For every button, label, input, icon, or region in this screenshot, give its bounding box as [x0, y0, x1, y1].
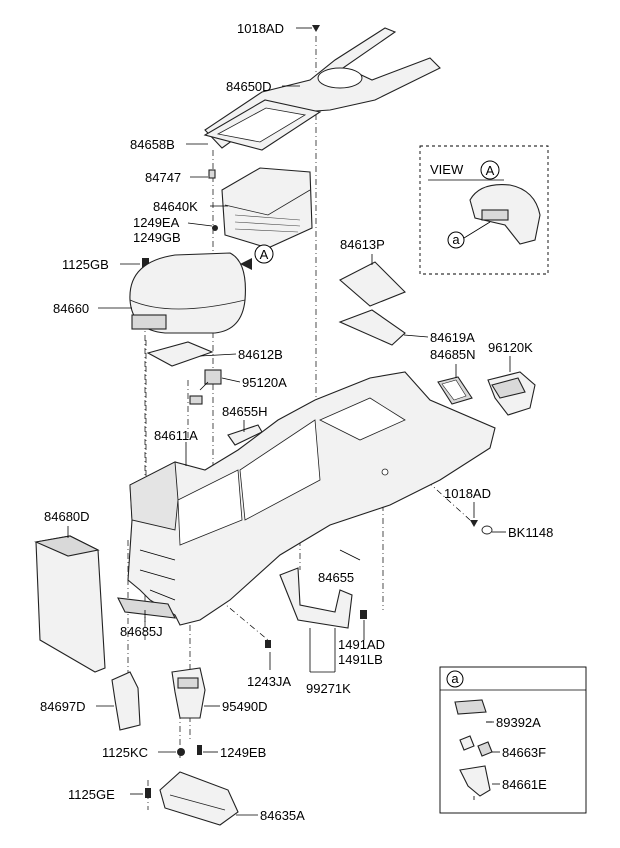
label-84640K: 84640K: [153, 199, 198, 214]
part-84685J: [117, 597, 176, 619]
label-1249EB: 1249EB: [220, 745, 266, 760]
part-84619A: [338, 309, 406, 346]
label-84685N: 84685N: [430, 347, 476, 362]
legend-ref: a: [451, 671, 459, 686]
label-1018AD-right: 1018AD: [444, 486, 491, 501]
part-84613P: [339, 261, 406, 307]
view-a-inset: VIEW A a: [419, 145, 549, 275]
label-84635A: 84635A: [260, 808, 305, 823]
screw-1018AD-top: [312, 25, 320, 32]
label-1125GB: 1125GB: [62, 257, 109, 272]
label-84655H: 84655H: [222, 404, 268, 419]
screw-1243JA: [265, 640, 271, 648]
label-84697D: 84697D: [40, 699, 86, 714]
callout-a-main: A: [240, 244, 274, 270]
screw-1125GB: [142, 258, 149, 268]
label-1243JA: 1243JA: [247, 674, 291, 689]
label-84613P: 84613P: [340, 237, 385, 252]
part-84658B: [203, 99, 322, 151]
part-84680D: [34, 535, 106, 673]
label-1125KC: 1125KC: [102, 745, 148, 760]
label-1491AD: 1491AD: [338, 637, 385, 652]
legend-item-89392A: 89392A: [496, 715, 541, 730]
label-84660: 84660: [53, 301, 89, 316]
label-84619A: 84619A: [430, 330, 475, 345]
label-84650D: 84650D: [226, 79, 272, 94]
label-1491LB: 1491LB: [338, 652, 383, 667]
view-ref-letter: A: [486, 163, 495, 178]
screw-1018AD-right: [470, 520, 478, 527]
label-84655: 84655: [318, 570, 354, 585]
label-1249GB: 1249GB: [133, 230, 181, 245]
label-1018AD-top: 1018AD: [237, 21, 284, 36]
label-84612B: 84612B: [238, 347, 283, 362]
part-84685N: [437, 376, 473, 405]
screw-1125KC: [177, 748, 185, 756]
part-84612B: [146, 341, 214, 367]
label-84658B: 84658B: [130, 137, 175, 152]
legend-item-84661E: 84661E: [502, 777, 547, 792]
part-84660: [129, 252, 246, 334]
label-99271K: 99271K: [306, 681, 351, 696]
view-sub-ref: a: [452, 232, 460, 247]
leader-lines: [67, 27, 511, 816]
screw-1125GE: [145, 788, 151, 798]
clip-BK1148: [481, 525, 493, 535]
part-84635A: [159, 771, 239, 826]
view-title: VIEW: [430, 162, 464, 177]
label-84611A: 84611A: [154, 428, 198, 443]
label-95120A: 95120A: [242, 375, 287, 390]
legend-item-84663F: 84663F: [502, 745, 546, 760]
label-84685J: 84685J: [120, 624, 163, 639]
screw-1491AD: [360, 610, 367, 619]
part-84697D: [111, 671, 141, 731]
part-95120A: [189, 369, 222, 405]
legend-a-box: a: [439, 666, 587, 814]
label-96120K: 96120K: [488, 340, 533, 355]
label-95490D: 95490D: [222, 699, 268, 714]
callout-a-main-letter: A: [260, 247, 269, 262]
label-1249EA: 1249EA: [133, 215, 180, 230]
label-BK1148: BK1148: [508, 525, 553, 540]
part-99271K: [279, 567, 353, 629]
part-96120K: [487, 371, 536, 416]
part-84640K: [221, 167, 313, 249]
label-1125GE: 1125GE: [68, 787, 115, 802]
label-84747: 84747: [145, 170, 181, 185]
screw-1249EB: [197, 745, 202, 755]
part-84611A: [127, 371, 496, 626]
part-95490D: [171, 667, 206, 719]
screw-1249GB: [212, 225, 218, 231]
part-labels: 1018AD 84650D 84658B 84747 84640K 1249EA…: [40, 21, 553, 823]
label-84680D: 84680D: [44, 509, 90, 524]
screw-84747: [208, 169, 216, 179]
